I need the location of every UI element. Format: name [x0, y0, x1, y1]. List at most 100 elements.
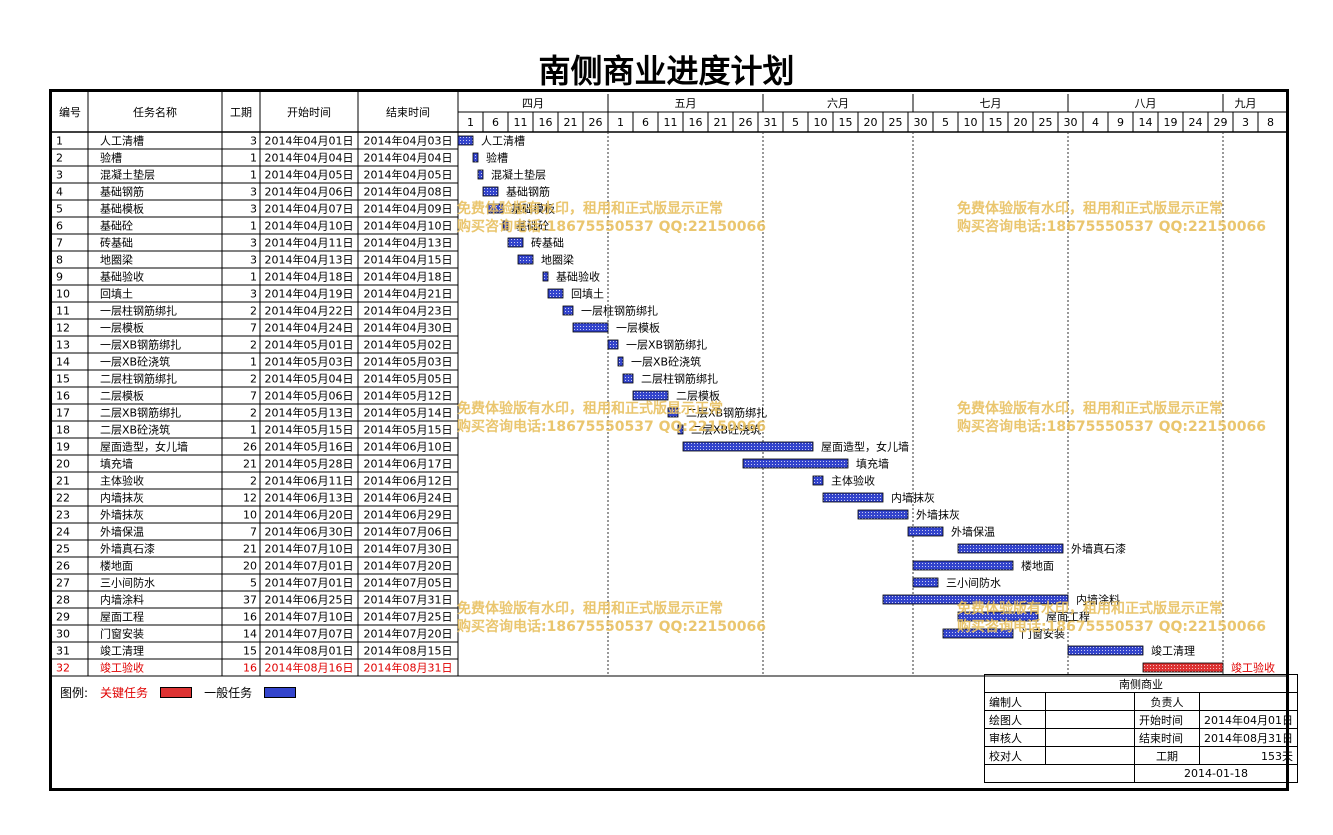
- task-duration: 10: [243, 509, 257, 522]
- task-name: 一层模板: [100, 321, 144, 335]
- task-id: 19: [56, 441, 70, 454]
- task-id: 24: [56, 526, 70, 539]
- task-id: 25: [56, 543, 70, 556]
- task-end: 2014年05月12日: [364, 389, 453, 403]
- task-duration: 7: [250, 322, 257, 335]
- task-start: 2014年05月01日: [265, 338, 354, 352]
- task-bar-label: 基础验收: [556, 270, 600, 284]
- project-name: 南侧商业: [983, 674, 1299, 693]
- task-start: 2014年05月16日: [265, 440, 354, 454]
- editor-label: 编制人: [984, 692, 1046, 711]
- task-bar: [957, 543, 1064, 554]
- task-duration: 2: [250, 475, 257, 488]
- day-tick-label: 26: [739, 116, 753, 129]
- task-bar-label: 竣工清理: [1151, 644, 1195, 658]
- task-bar: [622, 373, 634, 384]
- task-duration: 2: [250, 305, 257, 318]
- legend-normal-swatch: [264, 687, 297, 698]
- end-value: 2014年08月31日: [1198, 728, 1299, 747]
- task-name: 二层模板: [100, 389, 144, 403]
- task-bar: [607, 339, 619, 350]
- day-tick-label: 6: [492, 116, 499, 129]
- day-tick-label: 26: [589, 116, 603, 129]
- task-id: 31: [56, 645, 70, 658]
- task-bar: [472, 152, 479, 163]
- editor-value: [1045, 692, 1135, 711]
- task-end: 2014年04月03日: [364, 134, 453, 148]
- task-name: 外墙抹灰: [100, 508, 144, 522]
- task-end: 2014年04月04日: [364, 151, 453, 165]
- task-id: 29: [56, 611, 70, 624]
- drawer-value: [1045, 710, 1135, 729]
- task-bar-label: 二层模板: [676, 389, 720, 403]
- task-start: 2014年05月28日: [265, 457, 354, 471]
- task-start: 2014年07月10日: [265, 610, 354, 624]
- task-name: 基础钢筋: [100, 185, 144, 199]
- duration-value: 153天: [1198, 746, 1299, 765]
- task-end: 2014年07月05日: [364, 576, 453, 590]
- task-bar-label: 一层柱钢筋绑扎: [581, 304, 658, 318]
- task-bar: [502, 220, 509, 231]
- task-bar: [882, 594, 1069, 605]
- date-blank: [984, 764, 1135, 783]
- task-name: 混凝土垫层: [100, 168, 155, 182]
- month-label: 八月: [1135, 97, 1157, 110]
- task-end: 2014年06月12日: [364, 474, 453, 488]
- day-tick-label: 25: [889, 116, 903, 129]
- task-start: 2014年05月03日: [265, 355, 354, 369]
- day-tick-label: 19: [1164, 116, 1178, 129]
- task-duration: 7: [250, 390, 257, 403]
- task-start: 2014年04月24日: [265, 321, 354, 335]
- day-tick-label: 10: [964, 116, 978, 129]
- task-end: 2014年06月17日: [364, 457, 453, 471]
- task-duration: 2: [250, 407, 257, 420]
- task-name: 回填土: [100, 287, 133, 301]
- task-name: 基础模板: [100, 202, 144, 216]
- task-bar-label: 砖基础: [531, 236, 564, 250]
- task-bar-label: 屋面工程: [1046, 611, 1090, 624]
- task-id: 28: [56, 594, 70, 607]
- task-start: 2014年05月04日: [265, 372, 354, 386]
- task-name: 外墙真石漆: [100, 542, 155, 556]
- task-bar-label: 地圈梁: [541, 253, 574, 267]
- legend-normal-label: 一般任务: [204, 686, 253, 700]
- task-name: 三小间防水: [100, 576, 155, 590]
- day-tick-label: 20: [1014, 116, 1028, 129]
- start-label: 开始时间: [1134, 710, 1200, 729]
- day-tick-label: 29: [1214, 116, 1228, 129]
- task-end: 2014年04月05日: [364, 168, 453, 182]
- col-id-header: 编号: [59, 105, 81, 119]
- task-duration: 21: [243, 543, 257, 556]
- day-tick-label: 30: [1064, 116, 1078, 129]
- task-duration: 5: [250, 577, 257, 590]
- duration-label: 工期: [1134, 746, 1200, 765]
- task-duration: 7: [250, 526, 257, 539]
- task-start: 2014年04月19日: [265, 287, 354, 301]
- task-id: 8: [56, 254, 63, 267]
- day-tick-label: 3: [1242, 116, 1249, 129]
- task-bar-label: 外墙保温: [951, 525, 995, 539]
- task-start: 2014年04月11日: [265, 236, 354, 250]
- task-id: 27: [56, 577, 70, 590]
- task-bar: [482, 186, 499, 197]
- month-label: 六月: [827, 97, 849, 110]
- task-name: 一层XB砼浇筑: [100, 355, 170, 369]
- task-bar-label: 内墙涂料: [1076, 593, 1120, 607]
- task-end: 2014年05月15日: [364, 423, 453, 437]
- task-end: 2014年04月21日: [364, 287, 453, 301]
- task-bar: [1067, 645, 1144, 656]
- task-duration: 1: [250, 152, 257, 165]
- checker-value: [1045, 746, 1135, 765]
- task-end: 2014年07月20日: [364, 559, 453, 573]
- task-name: 内墙涂料: [100, 593, 144, 607]
- task-duration: 12: [243, 492, 257, 505]
- task-id: 4: [56, 186, 63, 199]
- task-start: 2014年04月13日: [265, 253, 354, 267]
- task-id: 13: [56, 339, 70, 352]
- task-name: 填充墙: [100, 457, 133, 471]
- day-tick-label: 20: [864, 116, 878, 129]
- end-label: 结束时间: [1134, 728, 1200, 747]
- day-tick-label: 6: [642, 116, 649, 129]
- task-start: 2014年07月07日: [265, 627, 354, 641]
- task-duration: 3: [250, 237, 257, 250]
